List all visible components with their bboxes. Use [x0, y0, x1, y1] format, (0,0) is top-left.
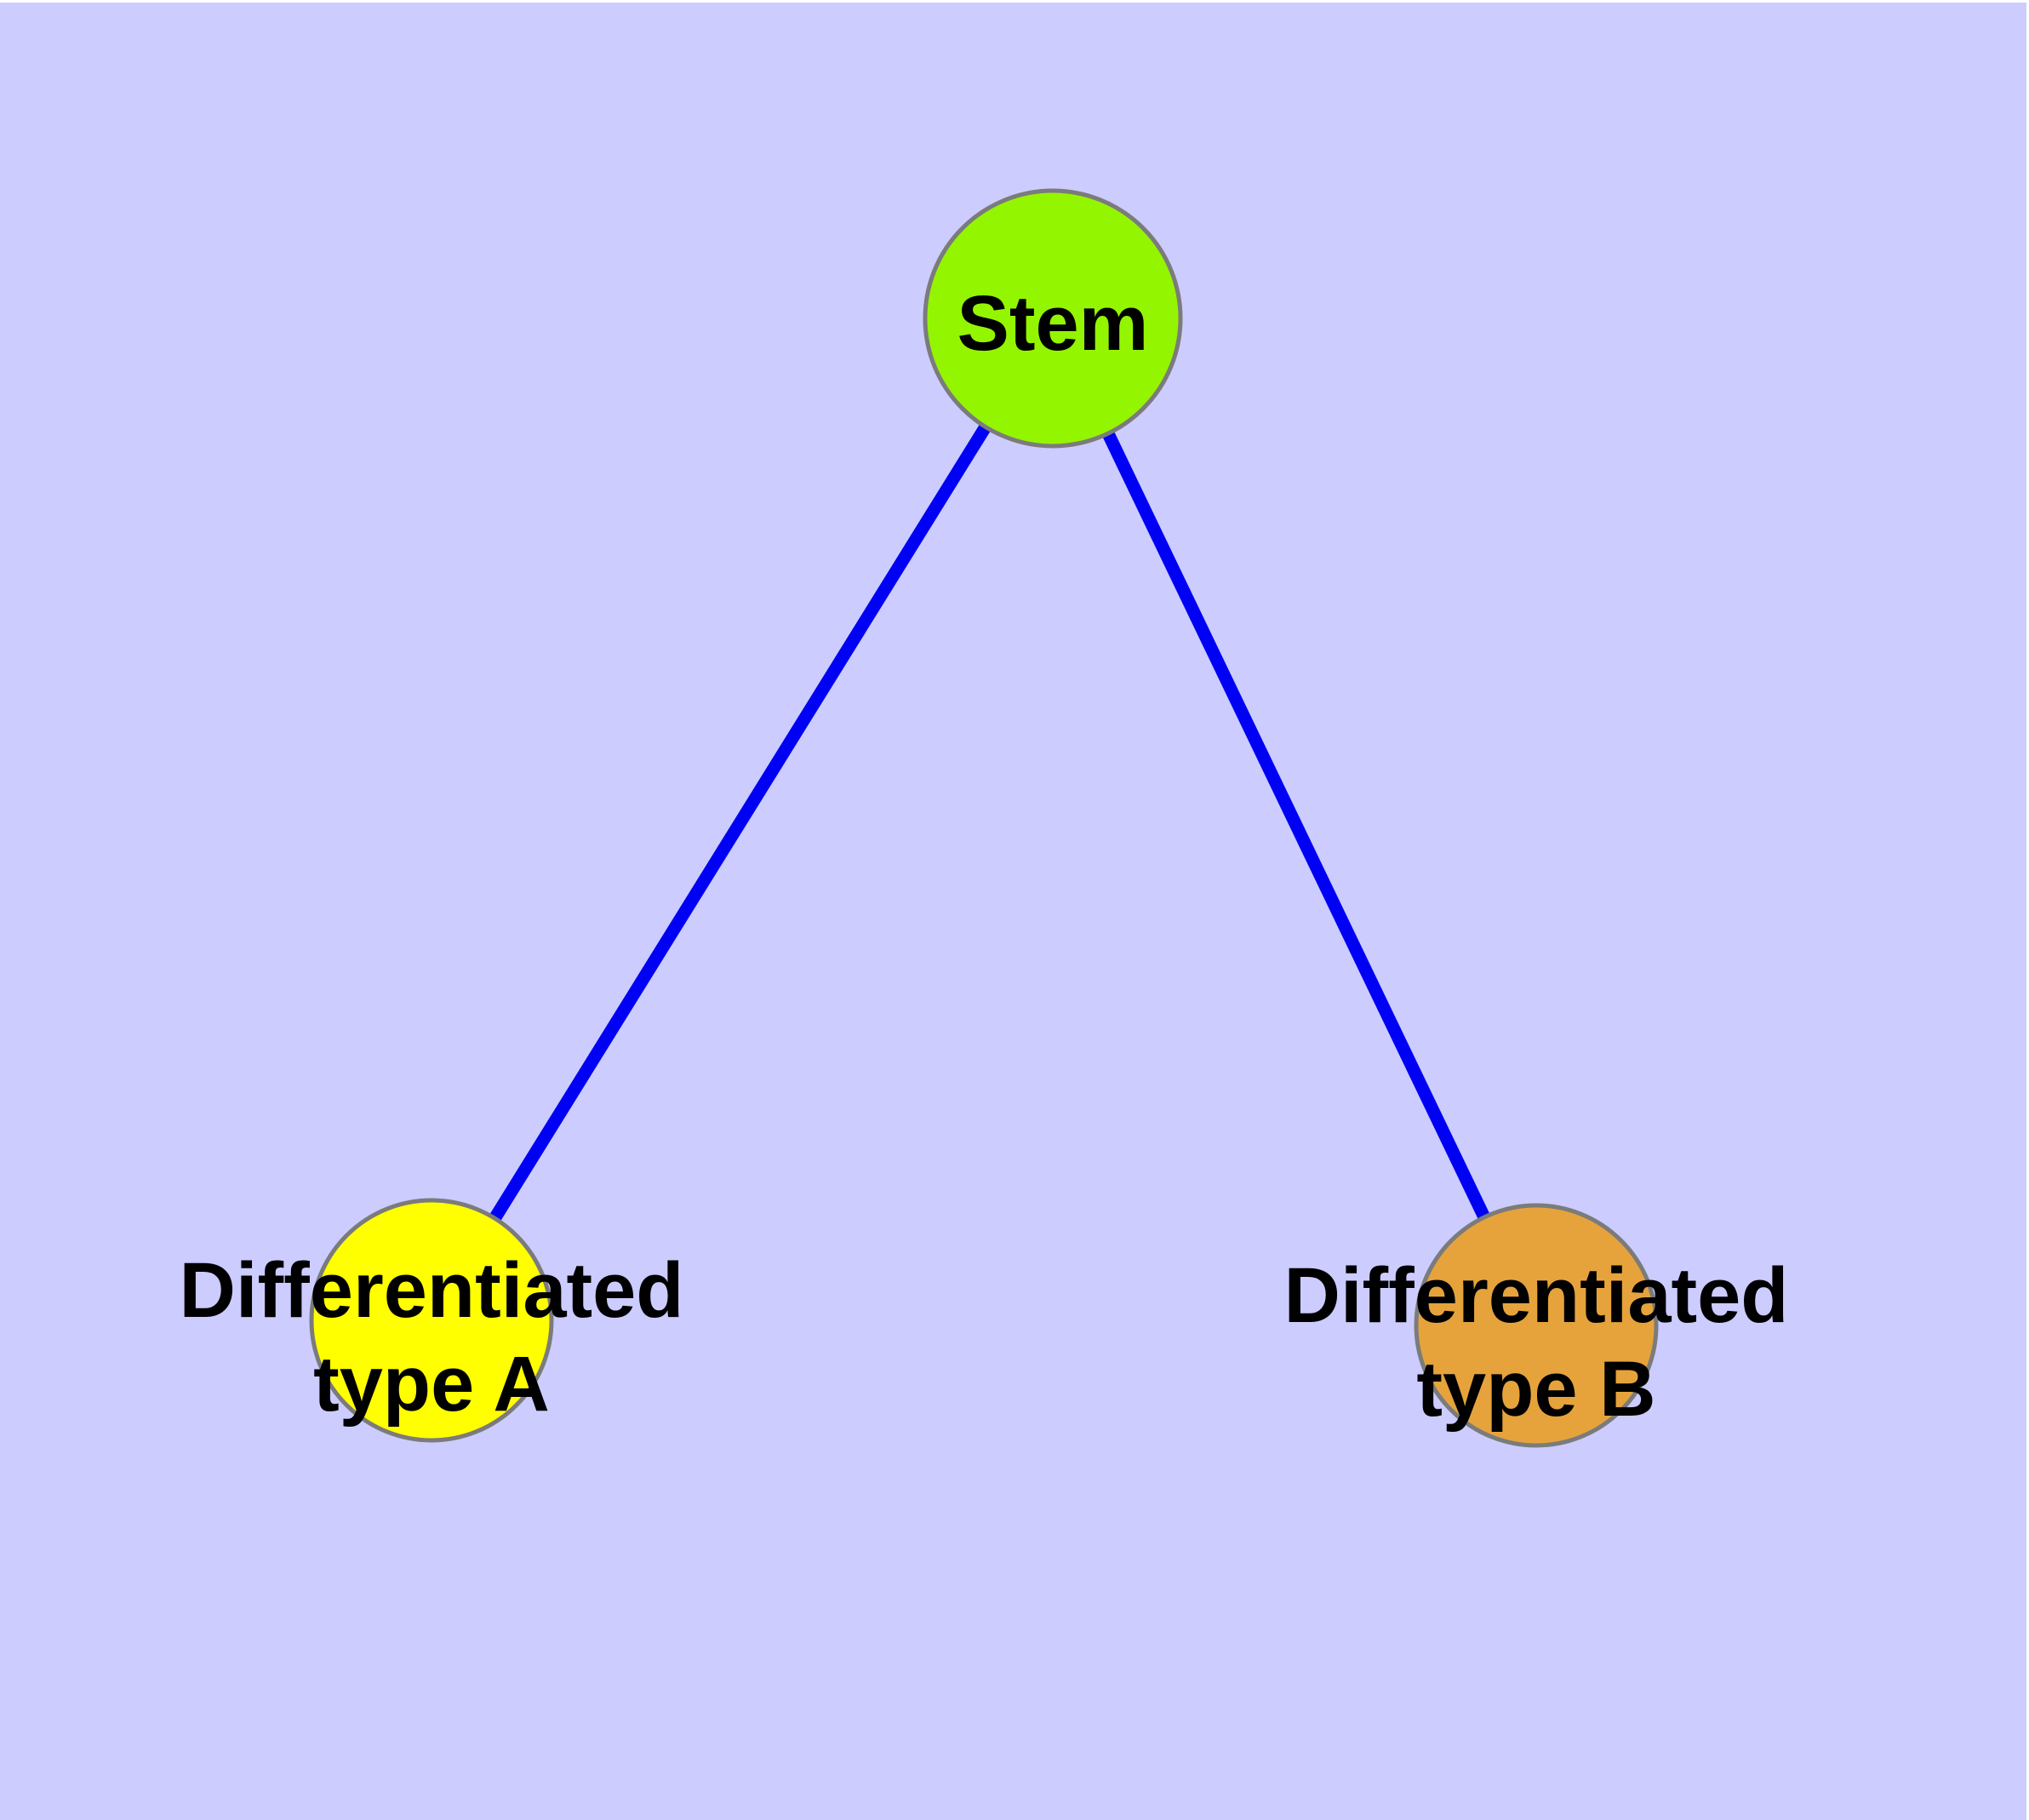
- edge-stem-to-type-b: [1047, 315, 1542, 1329]
- node-stem-label: Stem: [957, 280, 1149, 367]
- node-type-a-label-line1: Differentiated: [180, 1247, 684, 1334]
- label-group: Stem Differentiated type A Differentiate…: [180, 280, 1789, 1433]
- edge-stem-to-type-a: [426, 315, 1059, 1324]
- node-type-a-circle: [309, 1198, 554, 1443]
- node-stem-circle: [923, 188, 1183, 449]
- node-group: [309, 188, 1659, 1448]
- edge-group: [426, 315, 1542, 1329]
- node-type-b-circle: [1414, 1203, 1659, 1448]
- node-type-a-label-line2: type A: [313, 1341, 550, 1428]
- node-type-b-label-line1: Differentiated: [1284, 1252, 1789, 1339]
- node-type-b-label-line2: type B: [1416, 1346, 1655, 1433]
